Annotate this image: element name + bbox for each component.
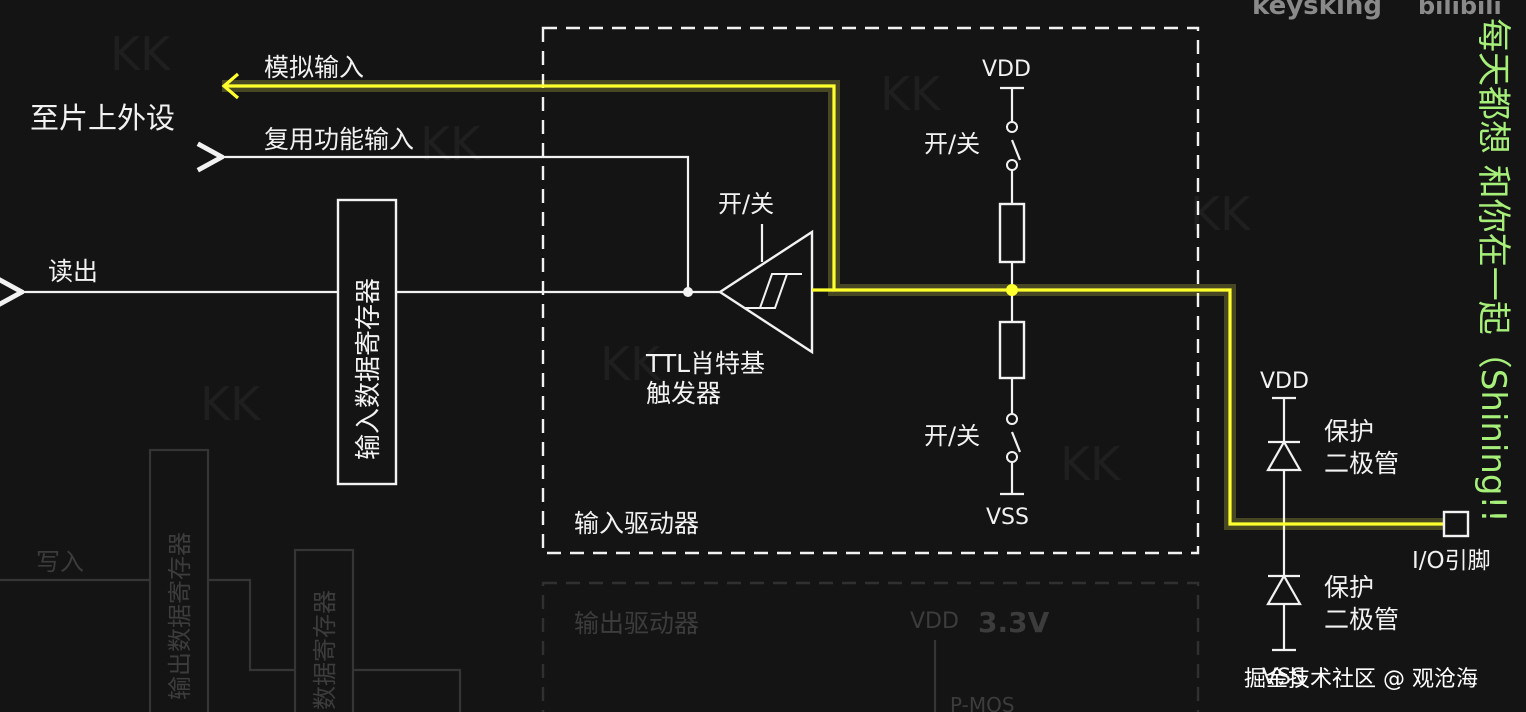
switch-bottom-contact [1006, 451, 1018, 463]
switch-bottom-label: 开/关 [924, 422, 980, 450]
brand-watermark: keysking [1252, 0, 1382, 21]
switch-top-blade [1010, 139, 1022, 161]
vss-bottom-label: VSS [1262, 665, 1305, 690]
io-pin-pad [1442, 510, 1470, 538]
io-pin-label: I/O引脚 [1412, 548, 1491, 574]
output-driver-box [541, 581, 1200, 712]
vss-rail [1000, 462, 1024, 496]
analog-signal-wire [224, 84, 1460, 526]
bilibili-logo-icon: bilibili [1418, 0, 1502, 20]
pmos-label: P-MOS [950, 693, 1015, 712]
pull-up-resistor [998, 202, 1026, 264]
watermark-tile: KK [1060, 437, 1122, 491]
input-data-register-box [336, 198, 398, 486]
alt-input-wire [222, 157, 690, 292]
input-data-register-label: 输入数据寄存器 [354, 278, 384, 460]
trigger-switch-label: 开/关 [718, 190, 774, 218]
input-driver-box [541, 26, 1200, 555]
vdd-rail [1000, 86, 1024, 122]
register-link-wire [208, 578, 295, 672]
vdd-protect-label: VDD [1260, 369, 1309, 394]
bit-register-label: 数据寄存器 [311, 590, 339, 710]
diode-top-icon [1266, 439, 1302, 472]
vdd-out-label: VDD [910, 609, 959, 634]
diode-bottom-label-2: 二极管 [1324, 605, 1399, 634]
voltage-label: 3.3V [978, 606, 1050, 639]
pull-down-resistor [998, 320, 1026, 380]
output-driver-label: 输出驱动器 [574, 609, 699, 638]
vdd-top-label: VDD [982, 57, 1031, 82]
attribution-text: 掘金技术社区 @ 观沧海 [1244, 667, 1478, 692]
diode-top-label-2: 二极管 [1324, 449, 1399, 478]
highlighted-signal-path [221, 72, 1470, 538]
analog-input-label: 模拟输入 [264, 53, 364, 82]
switch-top-label: 开/关 [924, 130, 980, 158]
alt-input-label: 复用功能输入 [264, 125, 414, 154]
watermark-tile: KK [420, 117, 482, 171]
watermark-tile: KK [600, 337, 662, 391]
switch-bottom-blade [1010, 431, 1022, 453]
white-wires [22, 86, 1302, 652]
watermark-tiles: KK KK KK KK KK KK KK [110, 27, 1252, 491]
junction-dot [683, 287, 693, 297]
analog-arrow-icon [221, 72, 240, 100]
watermark-tile: KK [880, 67, 942, 121]
vss-mid-label: VSS [986, 505, 1029, 530]
watermark-tile: KK [1190, 187, 1252, 241]
switch-bottom-contact [1006, 413, 1018, 425]
watermark-tile: KK [200, 377, 262, 431]
diode-top-label-1: 保护 [1324, 417, 1374, 446]
watermark-tile: KK [110, 27, 172, 81]
output-data-register-label: 输出数据寄存器 [166, 532, 194, 700]
switch-top-contact [1006, 159, 1018, 171]
output-section-faded: 写入 输出驱动器 VDD 3.3V P-MOS 输出数据寄存器 数据寄存器 [0, 448, 1200, 712]
switch-top-contact [1006, 121, 1018, 133]
diode-bottom-icon [1266, 573, 1302, 606]
input-driver-label: 输入驱动器 [574, 509, 699, 538]
midpoint-junction [1006, 284, 1018, 296]
write-in-label: 写入 [36, 548, 84, 576]
register-out-wire [353, 668, 462, 712]
bit-register-box [293, 548, 355, 712]
to-peripheral-label: 至片上外设 [30, 101, 175, 135]
schmitt-label-1: TTL肖特基 [645, 349, 765, 378]
schmitt-label-2: 触发器 [646, 379, 721, 408]
hysteresis-icon [745, 273, 802, 309]
vertical-subtitle: 每天都想 和你在一起（Shining!! [1473, 18, 1513, 523]
diode-bottom-label-1: 保护 [1324, 573, 1374, 602]
read-out-label: 读出 [48, 257, 98, 286]
output-data-register-box [148, 448, 210, 712]
